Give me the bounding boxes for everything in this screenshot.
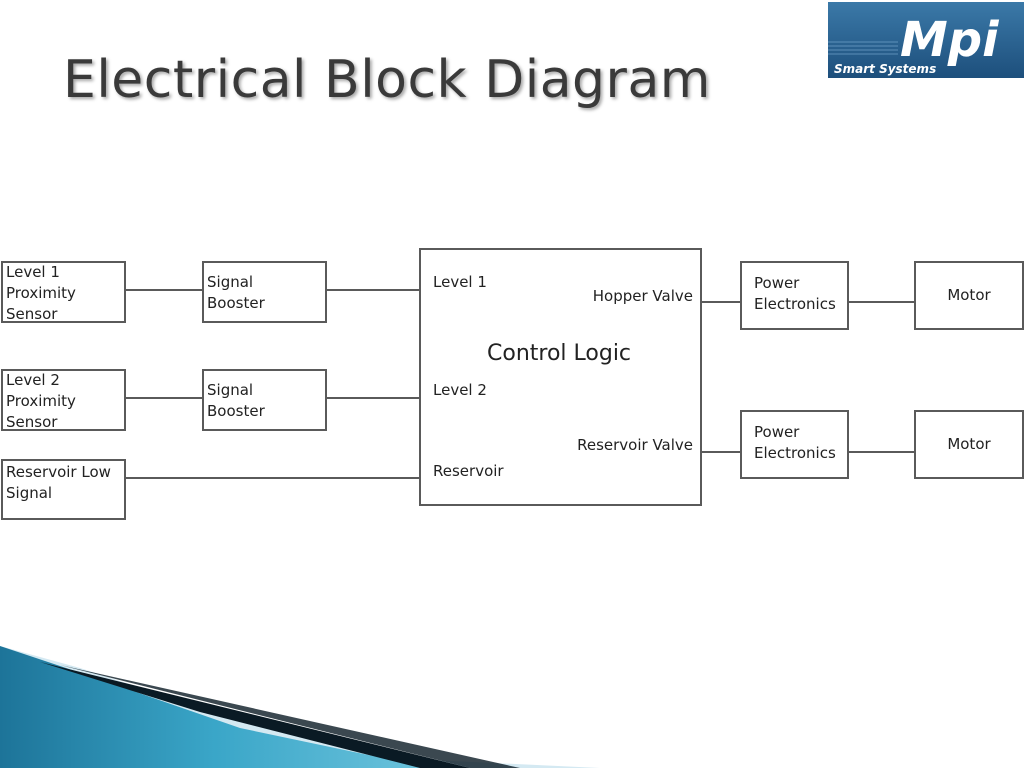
motor1-label: Motor bbox=[947, 286, 991, 304]
port-reservoir-valve: Reservoir Valve bbox=[577, 436, 693, 454]
motor-2-block: Motor bbox=[914, 410, 1024, 479]
port-hopper-valve: Hopper Valve bbox=[592, 287, 693, 305]
signal-booster-2-block: Signal Booster bbox=[202, 369, 327, 431]
power-electronics-2-block: Power Electronics bbox=[740, 410, 849, 479]
booster2-label: Signal Booster bbox=[207, 381, 265, 420]
level2-proximity-sensor-block: Level 2 Proximity Sensor bbox=[1, 369, 126, 431]
level2-sensor-label: Level 2 Proximity Sensor bbox=[6, 371, 76, 431]
motor2-label: Motor bbox=[947, 435, 991, 453]
level1-proximity-sensor-block: Level 1 Proximity Sensor bbox=[1, 261, 126, 323]
control-logic-block bbox=[419, 248, 702, 506]
power-electronics-1-block: Power Electronics bbox=[740, 261, 849, 330]
reservoir-low-label: Reservoir Low Signal bbox=[6, 463, 111, 502]
logo-tagline: Smart Systems bbox=[834, 62, 936, 76]
reservoir-low-signal-block: Reservoir Low Signal bbox=[1, 459, 126, 520]
signal-booster-1-block: Signal Booster bbox=[202, 261, 327, 323]
control-logic-title: Control Logic bbox=[487, 341, 632, 366]
mpi-logo: Mpi Smart Systems bbox=[828, 2, 1024, 78]
booster1-label: Signal Booster bbox=[207, 273, 265, 312]
port-level1: Level 1 bbox=[433, 273, 487, 291]
power2-label: Power Electronics bbox=[754, 423, 836, 462]
power1-label: Power Electronics bbox=[754, 274, 836, 313]
motor-1-block: Motor bbox=[914, 261, 1024, 330]
port-level2: Level 2 bbox=[433, 381, 487, 399]
slide-title: Electrical Block Diagram bbox=[63, 50, 711, 110]
logo-mark: Mpi bbox=[900, 12, 999, 68]
level1-sensor-label: Level 1 Proximity Sensor bbox=[6, 263, 76, 323]
port-reservoir: Reservoir bbox=[433, 462, 504, 480]
